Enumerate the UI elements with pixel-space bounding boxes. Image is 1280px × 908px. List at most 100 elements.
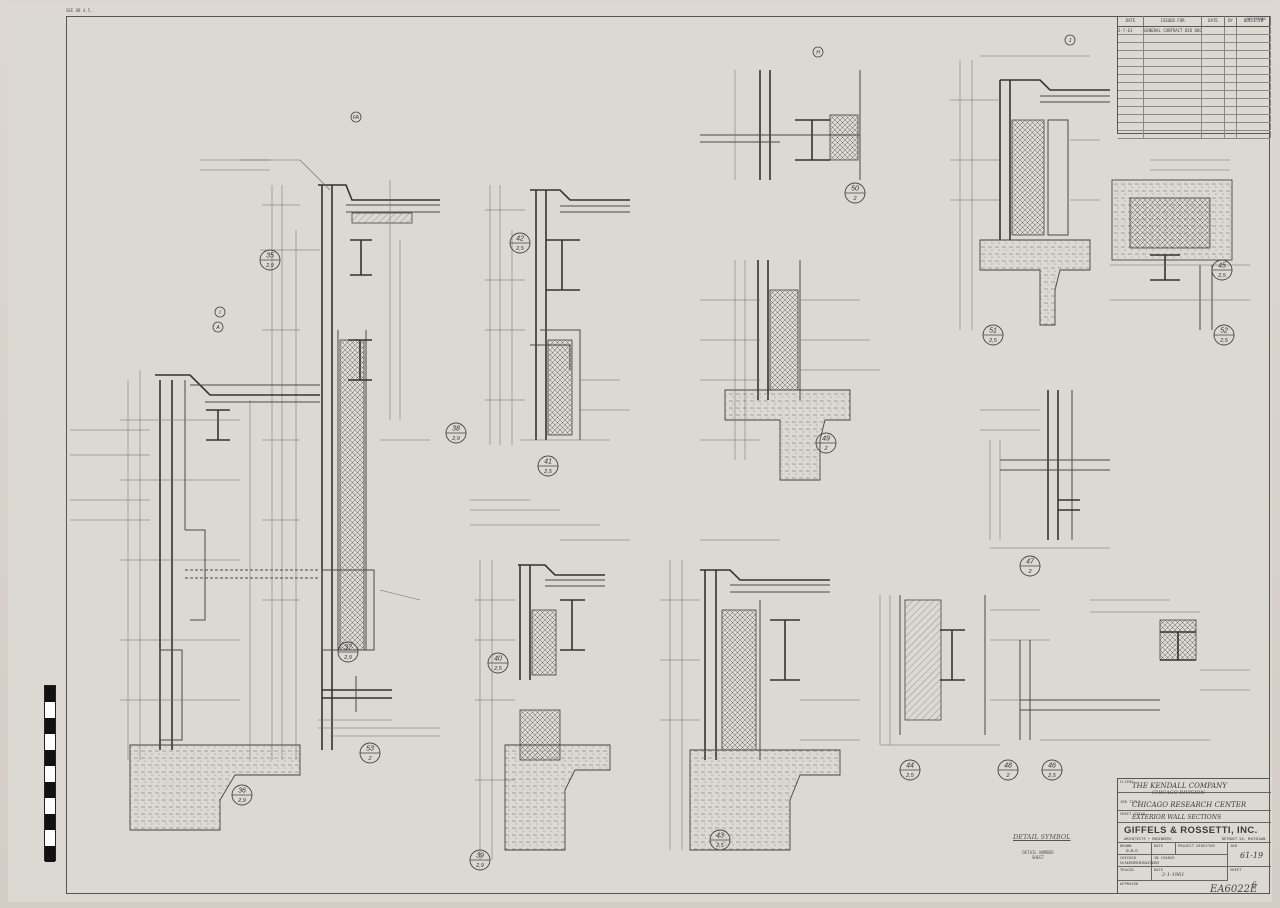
section-49-50 [700, 70, 880, 481]
detail-number: 43 [716, 833, 724, 840]
revision-issued-for: GENERAL CONTRACT BID DOCUMENTS [1144, 27, 1202, 34]
revision-date-2 [1202, 27, 1225, 34]
checked-label: CHECKED [1120, 856, 1137, 860]
detail-sheet: 2,5 [1047, 773, 1057, 779]
date-value: 2-1-1961 [1162, 872, 1185, 878]
revisions-table: DATE ISSUED FOR DATE BY BULLETIN REVISIO… [1117, 16, 1271, 139]
detail-sheet: 2,5 [1219, 338, 1229, 344]
detail-callout-44: 442,5 [899, 759, 921, 781]
detail-callout-50: 502 [844, 182, 866, 204]
section-46-48 [1019, 599, 1250, 741]
detail-callout-45: 452,5 [1211, 259, 1233, 281]
detail-callout-51: 512,5 [982, 324, 1004, 346]
detail-callout-39: 392,9 [469, 849, 491, 871]
job-title: CHICAGO RESEARCH CENTER [1132, 801, 1247, 809]
detail-sheet: 2 [1005, 773, 1009, 779]
column-mark-i: I [214, 306, 226, 318]
column-marks: H J A I FA [212, 34, 1076, 333]
rev-header-by: BY [1225, 16, 1237, 26]
detail-number: 52 [1220, 328, 1228, 335]
rev-header-bulletin: BULLETIN [1237, 16, 1271, 26]
detail-sheet: 2,9 [451, 436, 460, 442]
column-mark-h: H [812, 46, 824, 58]
rev-header-date-2: DATE [1202, 16, 1225, 26]
detail-callout-37: 372,9 [337, 641, 359, 663]
detail-number: 53 [366, 746, 374, 753]
sheet-title: EXTERIOR WALL SECTIONS [1132, 814, 1222, 821]
section-39-40 [470, 499, 630, 860]
detail-number: 49 [822, 436, 830, 443]
detail-number: 37 [344, 645, 353, 652]
detail-number: 41 [544, 459, 552, 466]
detail-number: 42 [516, 236, 524, 243]
sheet-number: 6 [1252, 881, 1257, 889]
section-a-i [70, 159, 320, 831]
firm-city: DETROIT 26, MICHIGAN [1222, 837, 1266, 841]
section-47 [980, 390, 1110, 549]
detail-sheet: 2,5 [905, 773, 915, 779]
rev-header-date: DATE [1118, 16, 1144, 26]
column-mark-label: J [1068, 38, 1072, 44]
checked-value: W.MERRIWEATHER [1120, 860, 1160, 865]
detail-number: 35 [266, 253, 274, 260]
detail-number: 40 [494, 656, 502, 663]
detail-callout-35: 352,9 [259, 249, 281, 271]
project-director-label: PROJECT DIRECTOR [1178, 844, 1215, 848]
detail-number: 48 [1004, 763, 1012, 770]
detail-callout-41: 412,5 [537, 455, 559, 477]
detail-callout-49: 492 [815, 432, 837, 454]
drawing-number: EA6022E [1210, 884, 1258, 895]
section-43 [660, 539, 860, 851]
detail-number: 36 [238, 788, 246, 795]
detail-callout-46: 462,5 [1041, 759, 1063, 781]
revision-date: 2-7-61 [1118, 27, 1144, 34]
detail-sheet: 2,5 [543, 469, 553, 475]
job-number: 61-19 [1240, 851, 1264, 860]
date-label: DATE [1154, 844, 1164, 848]
detail-sheet: 2,5 [493, 666, 503, 672]
client-division: CHICAGO DIVISION [1152, 790, 1205, 796]
detail-callout-36: 362,9 [231, 784, 253, 806]
sheet-label: SHEET [1230, 868, 1242, 872]
job-title-label: JOB TITLE [1120, 800, 1141, 804]
detail-sheet: 2,5 [715, 843, 725, 849]
detail-sheet: 2,9 [343, 655, 352, 661]
revision-row: 2-7-61 GENERAL CONTRACT BID DOCUMENTS [1118, 27, 1271, 35]
detail-sheet: 2,5 [988, 338, 998, 344]
detail-sheet: 2 [1027, 569, 1031, 575]
detail-number: 44 [906, 763, 914, 770]
detail-callout-42: 422,5 [509, 232, 531, 254]
detail-bubbles: 352,9362,9372,9382,9392,9402,5412,5422,5… [231, 182, 1235, 871]
job-label: JOB [1230, 844, 1237, 848]
column-mark-label: I [219, 310, 221, 316]
section-52 [1110, 159, 1250, 330]
detail-callout-38: 382,9 [445, 422, 467, 444]
detail-number: 47 [1026, 559, 1035, 566]
detail-callout-47: 47 2 [1019, 555, 1041, 577]
revisions-header: DATE ISSUED FOR DATE BY BULLETIN [1118, 16, 1271, 27]
detail-sheet: 2,9 [475, 863, 484, 869]
detail-sheet: 2 [367, 756, 371, 762]
column-mark-fa: FA [350, 111, 362, 123]
client-name: THE KENDALL COMPANY [1132, 782, 1227, 790]
rev-header-issued-for: ISSUED FOR [1144, 16, 1202, 26]
detail-callout-43: 432,5 [709, 829, 731, 851]
detail-callout-40: 402,5 [487, 652, 509, 674]
detail-number: 39 [476, 853, 484, 860]
revisions-group-label: REVISIONS [1247, 17, 1266, 21]
detail-number: 51 [989, 328, 997, 335]
client-label: CLIENT [1120, 780, 1134, 784]
detail-callout-52: 522,5 [1213, 324, 1235, 346]
scale-bar [44, 685, 56, 862]
detail-sheet: 2 [852, 196, 856, 202]
section-44-45 [879, 595, 1050, 746]
sheet-title-label: SHEET TITLE [1120, 812, 1146, 816]
detail-sheet: 2,5 [1217, 273, 1227, 279]
column-mark-label: FA [353, 115, 360, 121]
detail-number: 45 [1218, 263, 1226, 270]
column-mark-label: A [215, 325, 220, 331]
detail-sheet: 2,9 [237, 798, 246, 804]
firm-subtitle: ARCHITECTS • ENGINEERS [1124, 837, 1172, 841]
